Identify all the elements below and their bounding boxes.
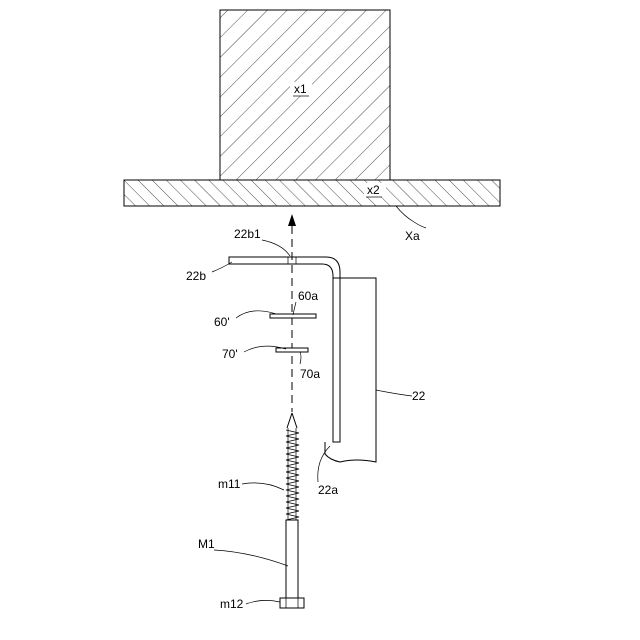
label-M1: M1 <box>198 537 215 551</box>
label-60p: 60' <box>214 315 230 329</box>
label-70a: 70a <box>300 367 320 381</box>
label-m11: m11 <box>218 477 241 491</box>
label-x2: x2 <box>367 183 380 197</box>
label-xa: Xa <box>405 229 420 243</box>
leader-m11 <box>242 483 284 490</box>
screw-shank <box>286 520 298 598</box>
leader-xa <box>396 206 426 228</box>
leader-22b <box>212 262 232 272</box>
label-22b: 22b <box>186 269 206 283</box>
label-60a: 60a <box>298 289 318 303</box>
axis-arrow-icon <box>288 214 296 226</box>
leader-22b1 <box>262 240 290 256</box>
leader-M1 <box>214 550 288 566</box>
label-22a: 22a <box>318 483 338 497</box>
lag-screw-m1 <box>280 413 304 608</box>
leader-22 <box>376 390 412 396</box>
screw-head <box>280 598 304 608</box>
screw-tip <box>287 413 297 428</box>
base-x2 <box>124 180 500 206</box>
label-22: 22 <box>412 389 426 403</box>
label-m12: m12 <box>220 597 244 611</box>
leader-60a <box>293 302 296 315</box>
washer-70 <box>276 348 308 352</box>
leader-70a <box>300 352 301 364</box>
label-70p: 70' <box>222 347 238 361</box>
label-x1: x1 <box>294 82 307 96</box>
label-22b1: 22b1 <box>234 227 261 241</box>
leader-m12 <box>246 600 280 604</box>
leader-22a <box>318 446 330 482</box>
